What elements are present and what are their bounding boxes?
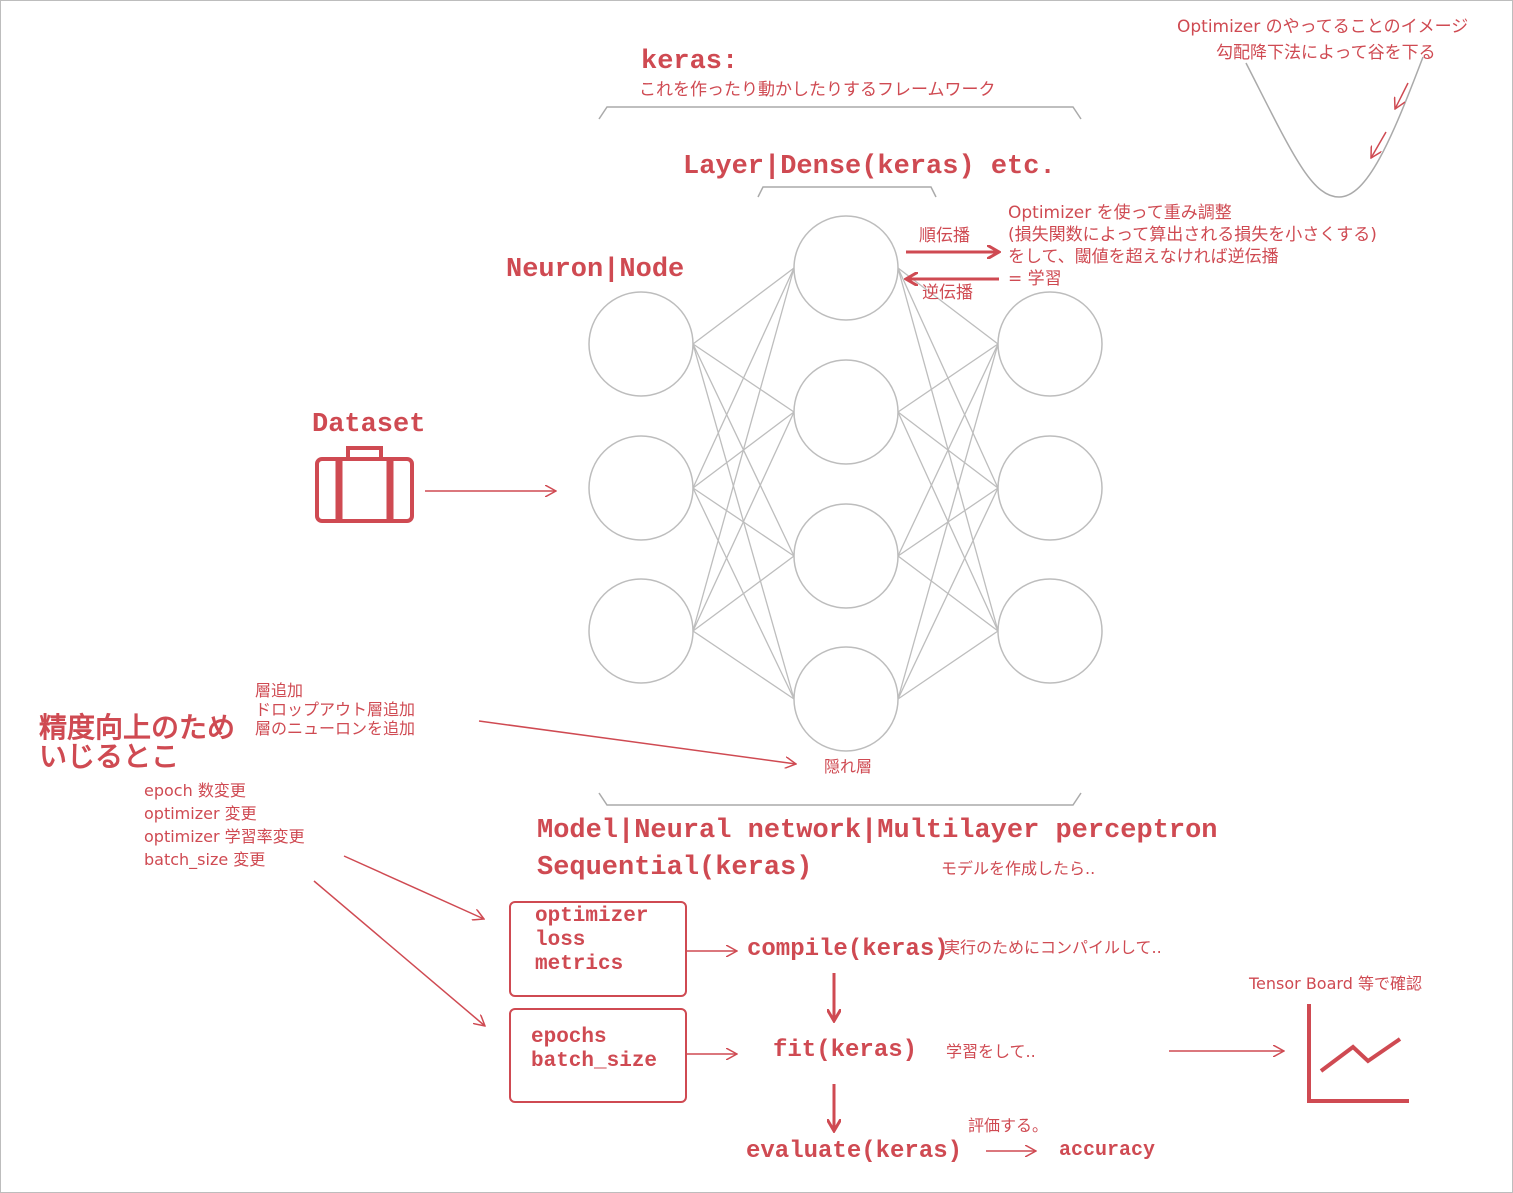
- param-tuning-item: batch_size 変更: [144, 850, 266, 869]
- neuron-node: [588, 291, 694, 397]
- connection-line: [692, 267, 795, 345]
- neuron-node: [588, 578, 694, 684]
- connection-line: [897, 343, 999, 700]
- dataset-label: Dataset: [312, 410, 426, 440]
- compile-note: 実行のためにコンパイルして..: [944, 938, 1162, 957]
- fit-params-box: epochs batch_size: [509, 1008, 687, 1103]
- tuning-title-line: いじるとこ: [39, 740, 180, 774]
- optimizer-image-subtitle: 勾配降下法によって谷を下る: [1216, 43, 1436, 63]
- fit-param: batch_size: [531, 1050, 658, 1074]
- connection-line: [692, 267, 795, 632]
- layer-label: Layer|Dense(keras) etc.: [683, 152, 1056, 182]
- connection-line: [897, 630, 999, 700]
- optimizer-note: Optimizer を使って重み調整 (損失関数によって算出される損失を小さくす…: [1008, 202, 1377, 290]
- backpropagation-label: 逆伝播: [922, 283, 973, 303]
- layer-tuning-list: 層追加 ドロップアウト層追加 層のニューロンを追加: [255, 681, 415, 738]
- keras-title: keras:: [641, 47, 739, 77]
- evaluate-label: evaluate(keras): [746, 1138, 963, 1165]
- neuron-node: [793, 359, 899, 465]
- neuron-node: [588, 435, 694, 541]
- connection-line: [897, 343, 999, 413]
- param-tuning-item: optimizer 学習率変更: [144, 827, 305, 846]
- sequential-label: Sequential(keras): [537, 853, 813, 883]
- tuning-arrow-compile: [343, 855, 484, 919]
- tuning-title: 精度向上のため いじるとこ: [39, 713, 235, 772]
- tensorboard-label: Tensor Board 等で確認: [1249, 974, 1422, 993]
- tuning-arrow-layers: [478, 720, 796, 764]
- after-model-note: モデルを作成したら..: [941, 859, 1096, 878]
- gradient-curve: [1245, 56, 1424, 198]
- suitcase-icon: [315, 446, 414, 523]
- optimizer-note-line: Optimizer を使って重み調整: [1008, 203, 1232, 223]
- compile-param: metrics: [535, 953, 624, 977]
- layer-tuning-item: 層のニューロンを追加: [255, 719, 416, 738]
- compile-param: optimizer: [535, 905, 649, 928]
- fit-param: epochs: [531, 1026, 607, 1049]
- layer-tuning-item: ドロップアウト層追加: [255, 700, 416, 719]
- keras-description: これを作ったり動かしたりするフレームワーク: [639, 80, 996, 100]
- optimizer-note-line: (損失関数によって算出される損失を小さくする): [1008, 225, 1377, 245]
- descent-arrow-1: [1395, 82, 1409, 109]
- neuron-node: [793, 646, 899, 752]
- connection-line: [692, 630, 795, 700]
- neuron-label: Neuron|Node: [506, 255, 685, 285]
- optimizer-note-line: をして、閾値を超えなければ逆伝播: [1008, 247, 1279, 267]
- accuracy-label: accuracy: [1059, 1139, 1156, 1162]
- connection-line: [692, 411, 795, 632]
- forward-propagation-label: 順伝播: [919, 226, 970, 246]
- evaluate-note: 評価する。: [968, 1116, 1049, 1135]
- layer-bracket: [757, 186, 937, 198]
- param-tuning-item: optimizer 変更: [144, 804, 257, 823]
- fit-note: 学習をして..: [946, 1042, 1036, 1061]
- neuron-node: [997, 578, 1103, 684]
- neuron-node: [997, 291, 1103, 397]
- network-connections: [692, 267, 999, 700]
- line-chart-icon: [1307, 1004, 1409, 1103]
- compile-params-box: optimizer loss metrics: [509, 901, 687, 997]
- param-tuning-list: epoch 数変更 optimizer 変更 optimizer 学習率変更 b…: [144, 779, 305, 871]
- fit-label: fit(keras): [773, 1037, 918, 1064]
- hidden-layer-label: 隠れ層: [824, 757, 873, 776]
- model-bracket: [598, 792, 1082, 806]
- compile-label: compile(keras): [747, 936, 949, 963]
- connection-line: [897, 487, 999, 700]
- connection-line: [897, 343, 999, 557]
- optimizer-image-title: Optimizer のやってることのイメージ: [1177, 17, 1469, 37]
- descent-arrow-2: [1371, 131, 1387, 158]
- compile-param: loss: [535, 929, 586, 953]
- connection-line: [692, 555, 795, 632]
- optimizer-note-line: = 学習: [1008, 269, 1062, 289]
- tuning-title-line: 精度向上のため: [39, 711, 236, 744]
- layer-tuning-item: 層追加: [255, 681, 304, 700]
- param-tuning-item: epoch 数変更: [144, 781, 246, 800]
- neuron-node: [793, 215, 899, 321]
- tuning-arrow-fit: [313, 880, 485, 1026]
- keras-bracket: [598, 106, 1082, 120]
- model-label: Model|Neural network|Multilayer perceptr…: [537, 816, 1218, 846]
- neuron-node: [997, 435, 1103, 541]
- network-nodes: [588, 215, 1103, 752]
- neuron-node: [793, 503, 899, 609]
- connection-line: [692, 267, 795, 489]
